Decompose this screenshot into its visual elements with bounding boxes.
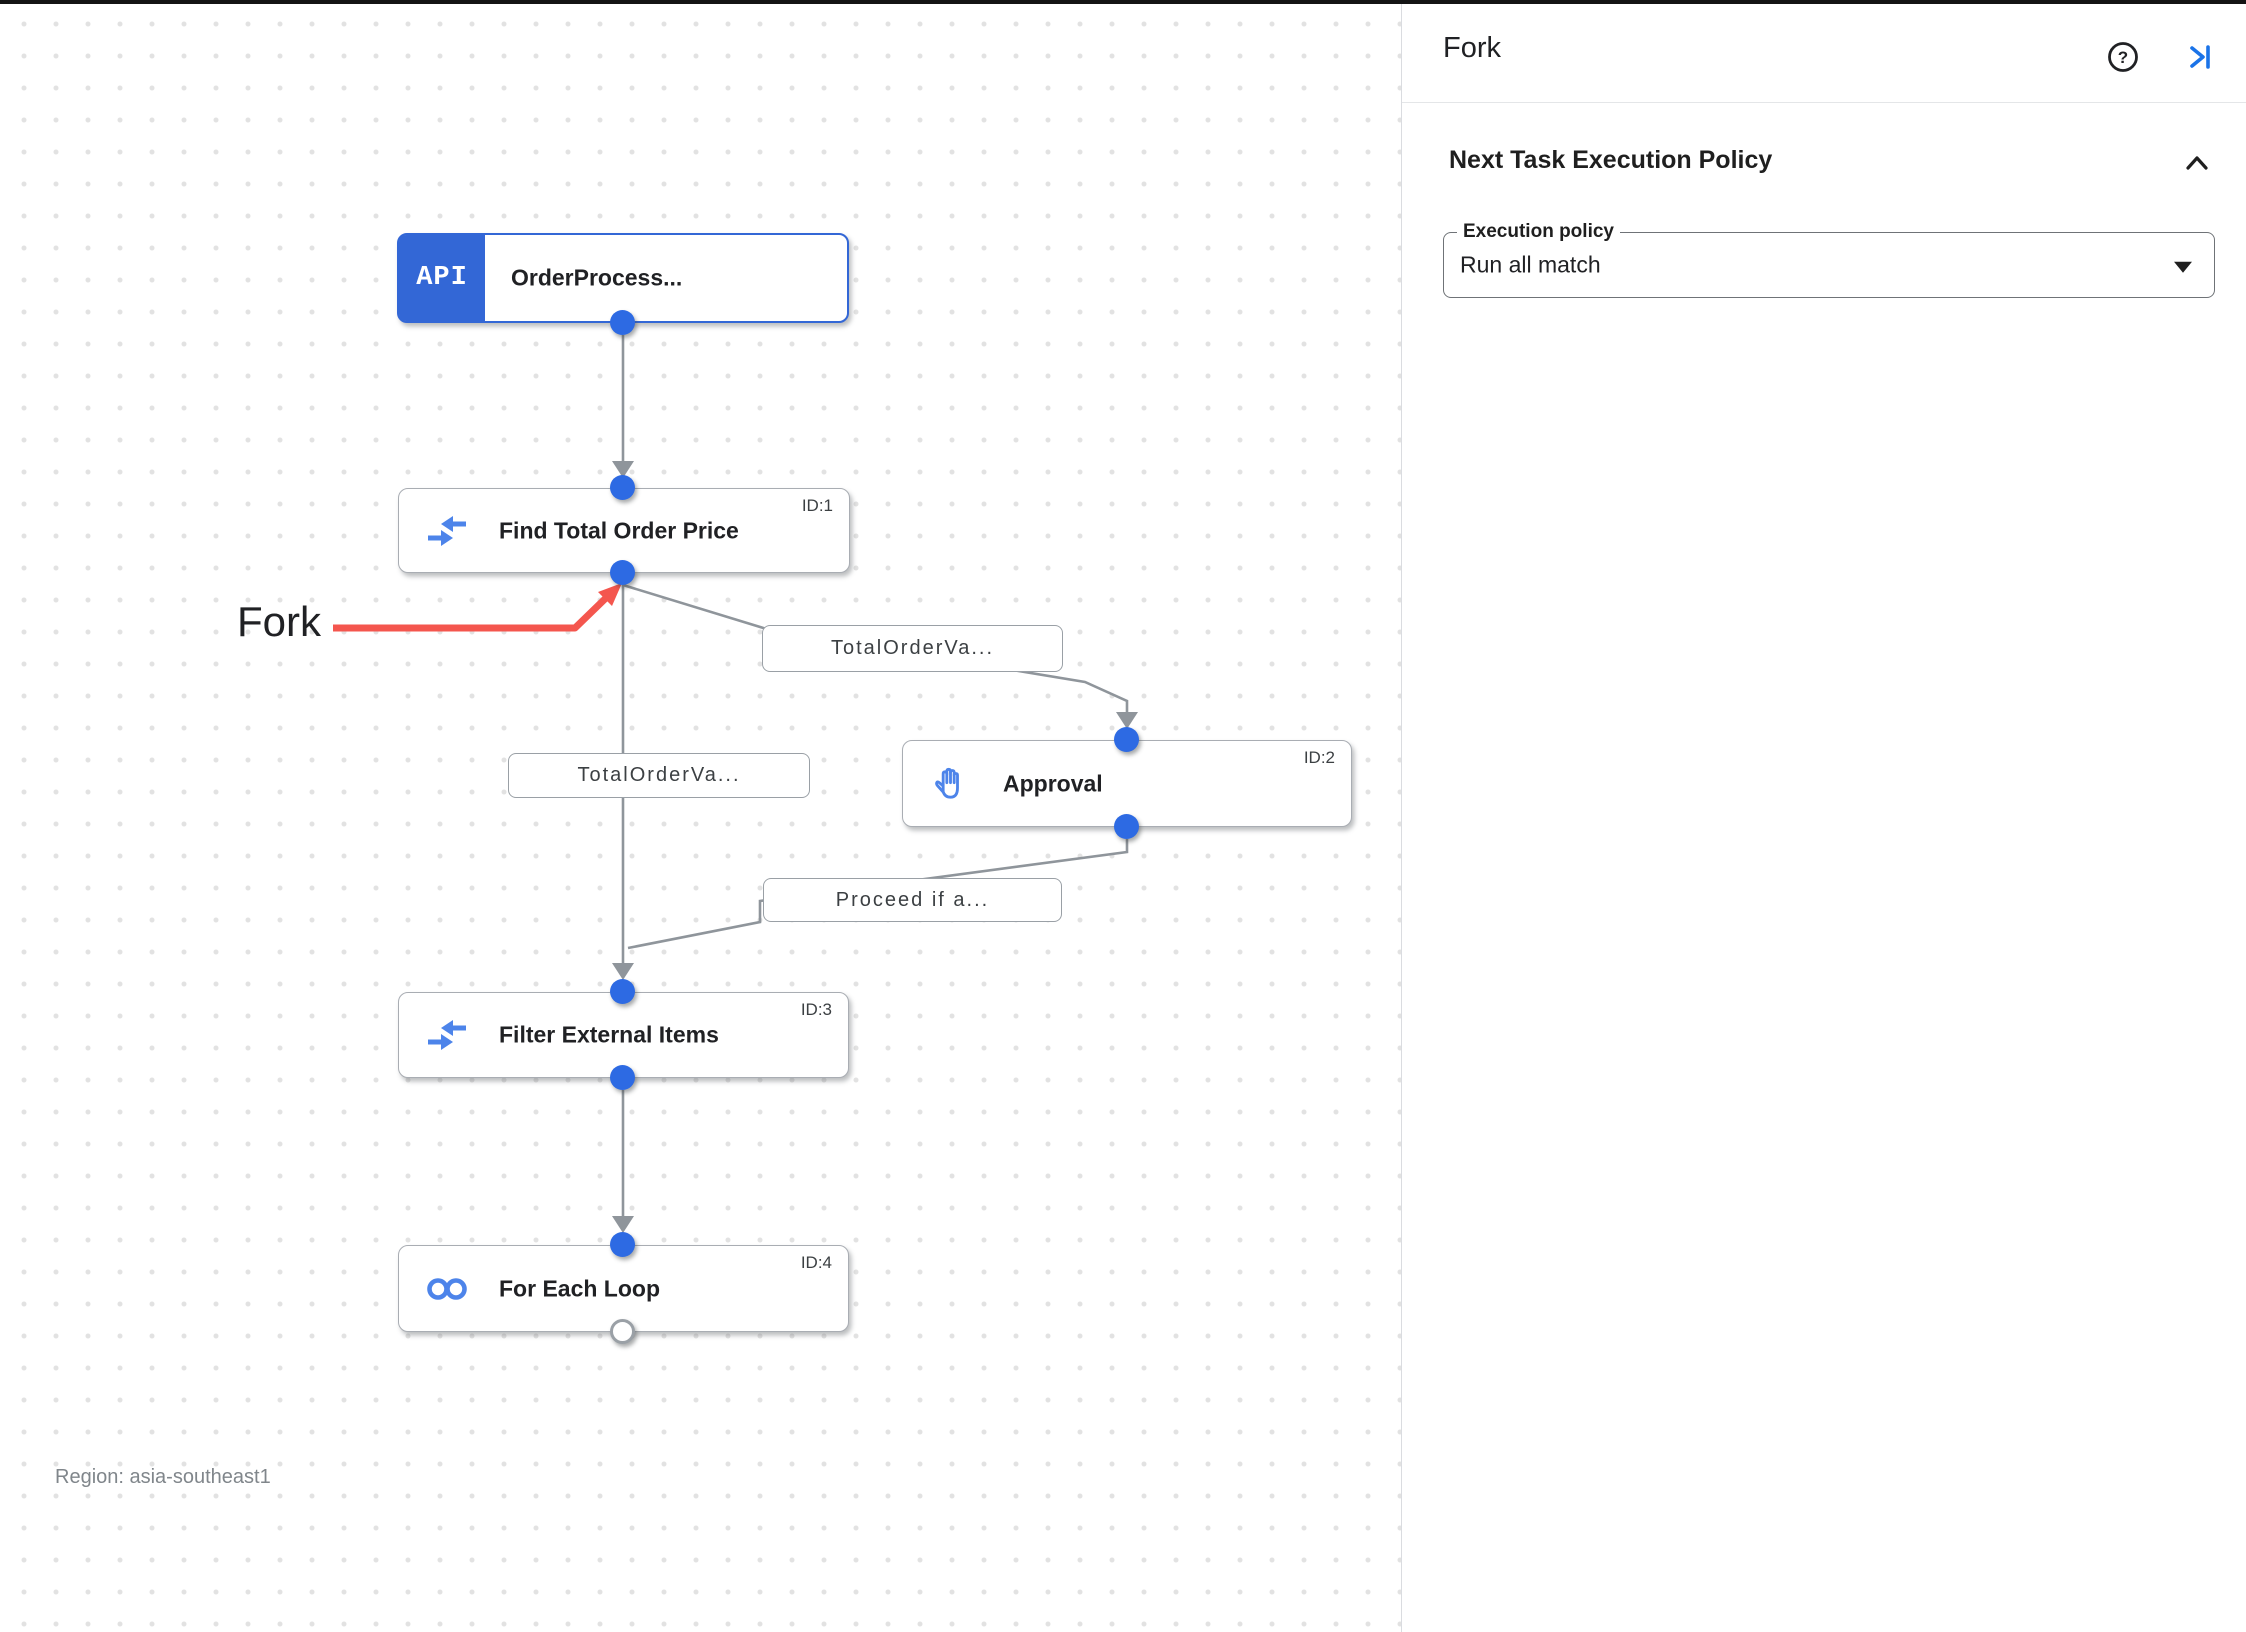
arrowhead [612,963,634,980]
node-id-badge: ID:1 [801,496,833,515]
node-trigger-orderprocess[interactable]: API OrderProcess... [397,233,849,323]
node-title: Filter External Items [499,1021,719,1048]
node-title: For Each Loop [499,1275,660,1301]
execution-policy-label: Execution policy [1457,221,1620,243]
arrowhead [612,1216,634,1233]
connector-foreach-out-empty[interactable] [610,1319,635,1344]
node-title: OrderProcess... [511,264,683,291]
edge-condition-text: TotalOrderVa... [577,764,741,786]
node-id-badge: ID:4 [800,1253,832,1272]
help-icon[interactable]: ? [2105,39,2141,75]
edge-condition-text: Proceed if a... [835,888,990,911]
annotation-fork-label: Fork [237,598,321,645]
annotation-arrowhead [598,583,622,606]
edge-layer [333,335,1138,1233]
node-filter-external-items[interactable]: Filter External Items ID:3 [398,992,849,1078]
edge-condition-label[interactable]: TotalOrderVa... [762,625,1063,672]
connector-find-in[interactable] [610,475,635,500]
workflow-canvas[interactable]: API OrderProcess... Find Total Order Pri… [0,0,1401,1632]
arrowhead [1116,712,1138,729]
section-heading: Next Task Execution Policy [1449,146,1773,174]
edge-condition-text: TotalOrderVa... [830,637,995,659]
connector-approval-out[interactable] [1114,814,1139,839]
api-trigger-icon: API [399,235,485,321]
execution-policy-value: Run all match [1460,251,1601,278]
connector-filter-out[interactable] [610,1065,635,1090]
annotation-arrow-line [333,593,611,632]
region-label: Region: asia-southeast1 [55,1466,271,1488]
panel-header: Fork ? [1402,0,2246,103]
collapse-section-icon[interactable] [2182,148,2212,178]
node-id-badge: ID:2 [1303,748,1335,767]
connector-find-out-fork-point[interactable] [610,560,635,585]
node-title: Find Total Order Price [499,517,739,543]
data-mapping-icon [428,515,466,546]
svg-text:?: ? [2118,48,2128,67]
node-find-total-order-price[interactable]: Find Total Order Price ID:1 [398,488,850,573]
connector-filter-in[interactable] [610,979,635,1004]
for-each-loop-icon [427,1277,467,1300]
api-badge: API [416,263,468,293]
edge-condition-label[interactable]: Proceed if a... [763,878,1062,922]
execution-policy-select[interactable]: Execution policy Run all match [1443,221,2215,298]
node-id-badge: ID:3 [800,1000,832,1019]
edge-approval-to-filter [627,839,1129,950]
config-panel-fork: Fork ? Next Task Execution Policy Execut… [1401,0,2246,1632]
dropdown-caret-icon [2174,261,2192,273]
edge-condition-label[interactable]: TotalOrderVa... [508,753,810,798]
connector-approval-in[interactable] [1114,727,1139,752]
edge-fork-right-branch [622,583,1129,713]
data-mapping-icon [428,1020,466,1050]
approval-hand-icon [935,767,959,799]
node-title: Approval [1003,770,1103,796]
window-top-edge [0,0,2246,4]
panel-title: Fork [1443,32,1501,64]
arrowhead [612,461,634,478]
collapse-panel-icon[interactable] [2182,39,2218,75]
connector-trigger-out[interactable] [610,310,635,335]
node-for-each-loop[interactable]: For Each Loop ID:4 [398,1245,849,1332]
connector-foreach-in[interactable] [610,1232,635,1257]
